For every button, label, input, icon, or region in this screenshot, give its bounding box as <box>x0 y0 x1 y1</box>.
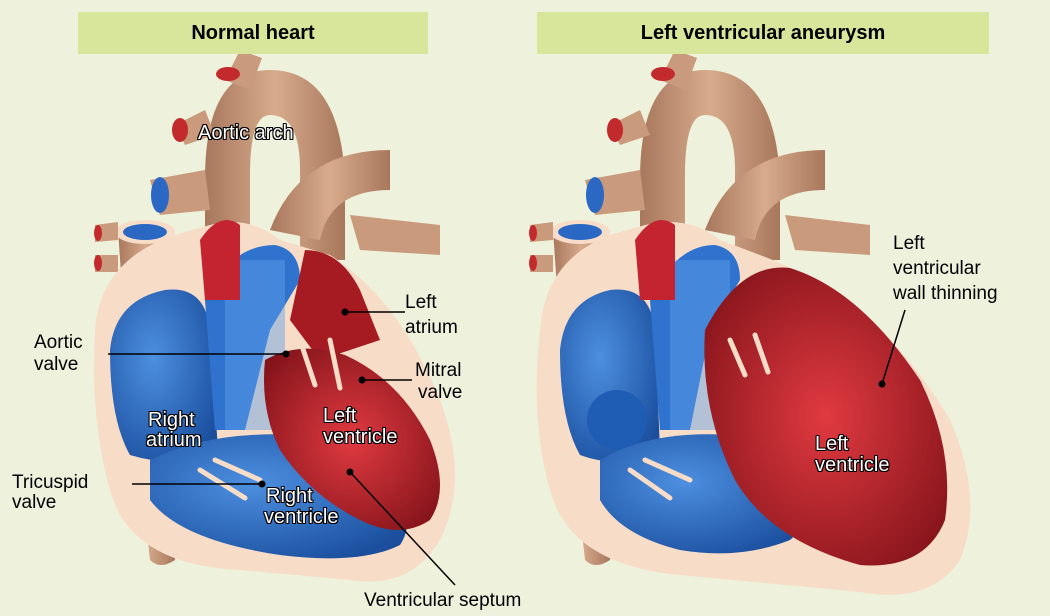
dot-aortic-valve <box>283 351 290 358</box>
dot-wall-thinning <box>879 381 886 388</box>
dot-left-atrium <box>342 309 349 316</box>
label-left-atrium-line2: atrium <box>405 317 458 338</box>
stub-1 <box>94 225 102 241</box>
label-left-ventricle-line2: ventricle <box>323 427 397 447</box>
label-aortic-valve-line2: valve <box>34 354 78 375</box>
aneurysm-heart <box>529 50 970 595</box>
label-aortic-valve-line1: Aortic <box>34 332 83 353</box>
pulmonary-veins-2 <box>785 215 870 255</box>
stub-2b <box>529 255 537 271</box>
label-aneurysm-lv-line2: ventricle <box>815 455 889 475</box>
label-right-atrium-line1: Right <box>148 410 195 430</box>
label-ventricular-septum: Ventricular septum <box>364 590 521 611</box>
label-wall-thinning-line1: Left <box>893 233 925 254</box>
normal-heart-title: Normal heart <box>78 12 428 54</box>
aneurysm-heart-title: Left ventricular aneurysm <box>537 12 989 54</box>
stub-2a <box>529 225 537 241</box>
label-left-ventricle-line1: Left <box>323 406 356 426</box>
pulmonary-veins <box>350 215 440 255</box>
label-right-ventricle-line1: Right <box>266 486 313 506</box>
label-wall-thinning-line3: wall thinning <box>893 283 998 304</box>
label-mitral-valve-line2: valve <box>418 382 462 403</box>
dot-ventricular-septum <box>347 469 354 476</box>
label-right-atrium-line2: atrium <box>146 430 202 450</box>
stub-2 <box>94 255 102 271</box>
arch-branch-2-opening <box>172 118 188 142</box>
label-tricuspid-valve-line1: Tricuspid <box>12 472 88 493</box>
label-wall-thinning-line2: ventricular <box>893 258 981 279</box>
right-atrium-2-bulge <box>587 390 647 450</box>
svc-opening <box>151 177 169 213</box>
label-mitral-valve-line1: Mitral <box>415 360 461 381</box>
label-right-ventricle-line2: ventricle <box>264 507 338 527</box>
ivc-2-top-inner <box>558 224 602 240</box>
arch-branch-1b-opening <box>651 67 675 81</box>
ivc-top-inner <box>123 224 167 240</box>
label-tricuspid-valve-line2: valve <box>12 492 56 513</box>
label-left-atrium-line1: Left <box>405 292 437 313</box>
arch-branch-2b-opening <box>607 118 623 142</box>
label-aneurysm-lv-line1: Left <box>815 434 848 454</box>
label-aortic-arch: Aortic arch <box>198 123 294 143</box>
dot-tricuspid-valve <box>259 481 266 488</box>
svc-2-opening <box>586 177 604 213</box>
dot-mitral-valve <box>359 377 366 384</box>
arch-branch-1-opening <box>216 67 240 81</box>
